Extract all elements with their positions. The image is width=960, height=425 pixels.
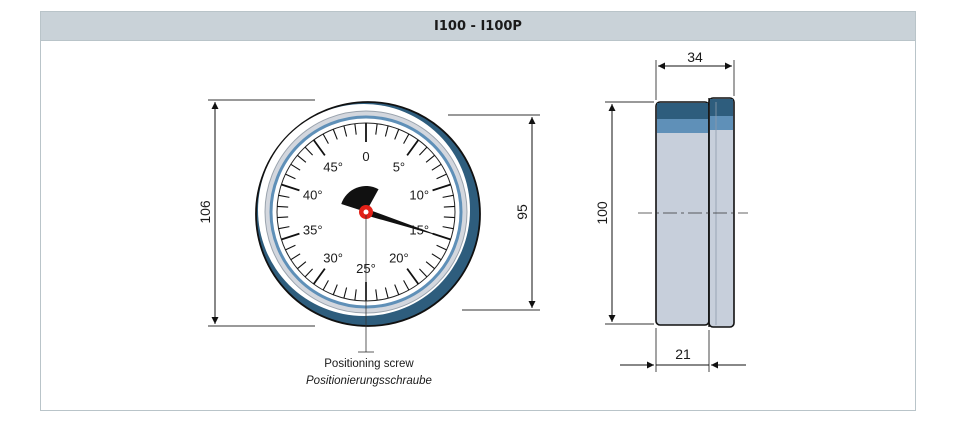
scale-tick [443, 205, 455, 208]
scale-tick [403, 133, 410, 144]
side-bezel-band-light [710, 116, 733, 130]
scale-tick [403, 280, 410, 291]
scale-label: 30° [323, 250, 343, 265]
scale-tick [332, 129, 338, 140]
scale-label: 5° [393, 160, 405, 175]
scale-tick [406, 268, 420, 285]
scale-tick [425, 154, 435, 163]
scale-label: 35° [303, 222, 323, 237]
scale-tick [431, 253, 442, 261]
drawing-frame: I100 - I100P [40, 11, 916, 411]
scale-tick [285, 244, 296, 251]
title-bar: I100 - I100P [41, 12, 915, 41]
front-view: 05°10°15°20°25°30°35°40°45° Positioning … [197, 99, 540, 387]
scale-tick [281, 183, 300, 192]
scale-tick [406, 139, 420, 156]
scale-tick [384, 125, 389, 137]
scale-tick [394, 284, 400, 295]
scale-tick [442, 194, 454, 198]
scale-tick [322, 280, 329, 291]
side-body [655, 101, 710, 326]
scale-tick [375, 123, 378, 135]
scale-tick [431, 163, 442, 171]
scale-tick [278, 194, 290, 198]
side-body-band-dark [657, 103, 708, 119]
scale-tick [290, 163, 301, 171]
scale-label: 0 [362, 149, 369, 164]
dim-95-label: 95 [514, 204, 530, 220]
dim-34-label: 34 [687, 49, 703, 65]
scale-tick [277, 205, 289, 208]
side-bezel-band-dark [710, 99, 733, 116]
side-bezel [708, 97, 735, 328]
pointer-needle [365, 208, 444, 238]
scale-tick [312, 268, 326, 285]
caption-positioning-screw: Positioning screw [324, 358, 414, 370]
hub-sector [341, 186, 379, 212]
scale-tick [384, 287, 389, 299]
scale-label: 45° [323, 160, 343, 175]
side-view: 100 34 21 [594, 49, 748, 372]
scale-tick [278, 226, 290, 230]
scale-tick [343, 287, 348, 299]
scale-tick [343, 125, 348, 137]
caption-positionierungsschraube: Positionierungsschraube [306, 375, 432, 387]
scale-tick [443, 216, 455, 219]
scale-tick [394, 129, 400, 140]
scale-tick [332, 284, 338, 295]
scale-tick [436, 244, 447, 251]
scale-tick [322, 133, 329, 144]
dim-21-label: 21 [675, 346, 691, 362]
scale-tick [312, 139, 326, 156]
scale-tick [290, 253, 301, 261]
scale-tick [375, 289, 378, 301]
scale-tick [436, 173, 447, 180]
scale-tick [281, 232, 300, 241]
scale-tick [418, 146, 428, 156]
scale-tick [304, 146, 314, 156]
scale-tick [442, 226, 454, 230]
scale-tick [418, 268, 428, 278]
scale-tick [432, 183, 451, 192]
scale-tick [304, 268, 314, 278]
scale-tick [354, 123, 357, 135]
dim-100-label: 100 [594, 201, 610, 225]
model-title: I100 - I100P [434, 18, 522, 34]
scale-tick [297, 261, 307, 270]
side-body-band-light [657, 119, 708, 133]
scale-tick [285, 173, 296, 180]
pointer-hub-center [363, 209, 369, 215]
scale-label: 10° [409, 188, 429, 203]
scale-tick [297, 154, 307, 163]
dim-106-label: 106 [197, 200, 213, 224]
scale-tick [277, 216, 289, 219]
scale-tick [354, 289, 357, 301]
scale-label: 20° [389, 250, 409, 265]
scale-label: 40° [303, 188, 323, 203]
scale-tick [425, 261, 435, 270]
